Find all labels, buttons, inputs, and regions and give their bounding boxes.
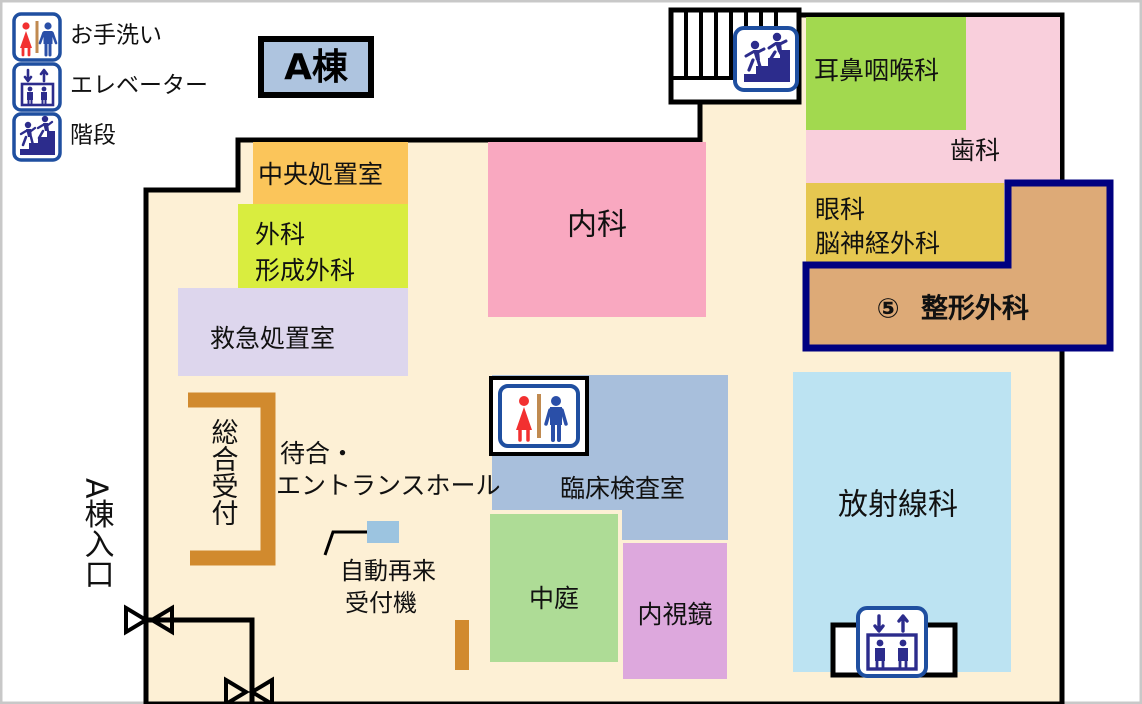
legend-label-restroom: お手洗い	[70, 23, 162, 49]
room-orthopedics-highlight	[802, 179, 1114, 352]
elevator-icon	[12, 62, 62, 112]
bench-bar	[455, 620, 469, 670]
legend-label-elevator: エレベーター	[70, 73, 208, 99]
legend-label-stairs: 階段	[70, 123, 116, 149]
waiting-hall-label-2: エントランスホール	[276, 471, 501, 500]
building-wall-left	[143, 137, 700, 380]
waiting-hall-label-1: 待合・	[280, 439, 355, 468]
restroom-icon-hall	[489, 376, 589, 456]
kiosk-machine	[367, 521, 399, 543]
kiosk-callout-line	[323, 530, 367, 556]
room-label-surgery-1: 外科	[255, 220, 305, 249]
room-label-emergency: 救急処置室	[210, 324, 335, 353]
door-symbol-bottom[interactable]	[224, 676, 274, 704]
building-badge-label: A棟	[284, 47, 349, 88]
vestibule-walls	[146, 617, 255, 704]
room-label-central-treatment: 中央処置室	[258, 160, 383, 189]
orthopedics-label-group: ⑤ 整形外科	[877, 294, 1029, 325]
room-ophthalmology	[806, 183, 1004, 265]
room-label-ophthalmology-1: 眼科	[815, 195, 865, 224]
room-label-radiology: 放射線科	[838, 488, 958, 523]
room-emergency	[178, 288, 408, 376]
reception-label: 総合受付	[207, 418, 239, 526]
stairs-icon	[733, 26, 799, 92]
kiosk-label-2: 受付機	[345, 589, 417, 617]
room-label-internal-medicine: 内科	[567, 208, 627, 243]
kiosk-label-1: 自動再来	[340, 557, 436, 585]
room-label-endoscopy: 内視鏡	[637, 600, 712, 629]
room-label-ophthalmology-2: 脳神経外科	[815, 229, 940, 258]
room-label-surgery-2: 形成外科	[255, 256, 355, 285]
room-courtyard	[490, 514, 618, 662]
legend-item-restroom: お手洗い	[12, 12, 162, 62]
legend-item-stairs: 階段	[12, 112, 116, 162]
building-badge	[258, 36, 374, 98]
door-symbol-left[interactable]	[124, 604, 174, 636]
room-label-orthopedics: 整形外科	[921, 294, 1029, 325]
room-label-clinical-lab: 臨床検査室	[560, 474, 685, 503]
entrance-label: A棟入口	[79, 478, 115, 589]
reception-counter	[188, 392, 276, 566]
room-central-treatment	[253, 142, 408, 204]
legend-item-elevator: エレベーター	[12, 62, 208, 112]
room-surgery	[238, 204, 408, 288]
room-endoscopy	[623, 543, 727, 679]
room-number-orthopedics: ⑤	[877, 294, 900, 325]
room-label-dentistry: 歯科	[950, 136, 1000, 165]
room-label-ent: 耳鼻咽喉科	[814, 56, 939, 85]
room-internal-medicine	[488, 142, 706, 317]
elevator-icon-radiology	[856, 606, 928, 678]
room-ent	[806, 17, 966, 130]
room-label-courtyard: 中庭	[529, 584, 579, 613]
